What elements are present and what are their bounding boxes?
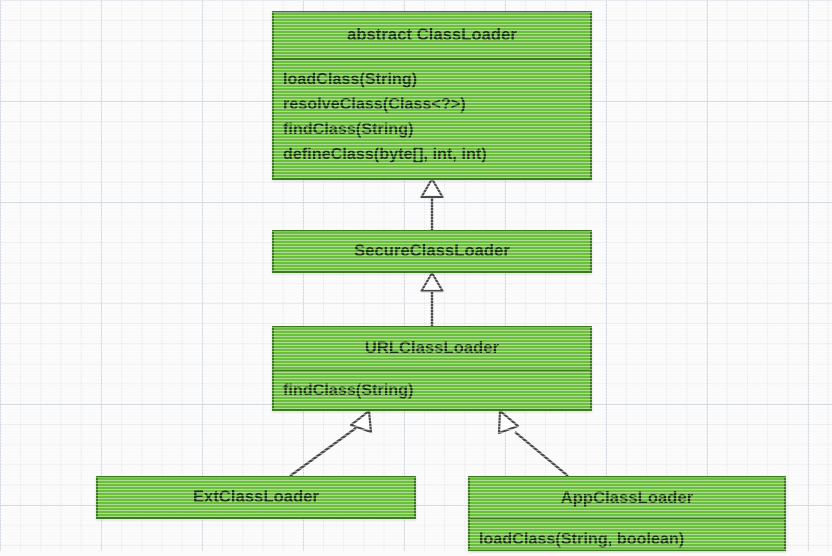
inheritance-arrowhead	[420, 177, 444, 199]
uml-member-findclass: findClass(String)	[283, 121, 414, 138]
uml-members-compartment: findClass(String)	[274, 369, 590, 407]
inheritance-arrowhead	[420, 271, 444, 293]
generalization-urlclassloader-to-secureclassloader	[420, 271, 444, 326]
generalization-secureclassloader-to-classloader	[420, 177, 444, 230]
uml-members-compartment: loadClass(String) resolveClass(Class<?>)…	[274, 58, 590, 171]
uml-member-defineclass: defineClass(byte[], int, int)	[283, 146, 487, 163]
generalization-appclassloader-to-urlclassloader	[497, 409, 569, 477]
uml-class-title: AppClassLoader	[560, 488, 694, 507]
uml-class-secureclassloader[interactable]: SecureClassLoader	[272, 230, 592, 273]
uml-member-loadclass: loadClass(String)	[283, 71, 418, 88]
uml-class-title: SecureClassLoader	[354, 242, 510, 260]
uml-member-findclass: findClass(String)	[283, 382, 414, 399]
inheritance-arrowhead	[497, 409, 520, 435]
inheritance-arrowhead	[349, 409, 373, 434]
uml-class-title: URLClassLoader	[364, 339, 500, 357]
connector-line	[514, 431, 569, 477]
uml-members-compartment: loadClass(String, boolean)	[470, 518, 784, 556]
uml-class-title: abstract ClassLoader	[347, 26, 517, 44]
uml-member-resolveclass: resolveClass(Class<?>)	[283, 96, 466, 113]
generalization-extclassloader-to-urlclassloader	[289, 409, 373, 477]
uml-class-title: ExtClassLoader	[192, 488, 320, 506]
uml-class-urlclassloader[interactable]: URLClassLoader findClass(String)	[272, 326, 592, 411]
uml-class-appclassloader[interactable]: AppClassLoader loadClass(String, boolean…	[468, 476, 786, 551]
uml-member-loadclass: loadClass(String, boolean)	[479, 531, 685, 548]
connector-line	[289, 427, 357, 477]
uml-class-extclassloader[interactable]: ExtClassLoader	[96, 476, 416, 519]
uml-class-classloader[interactable]: abstract ClassLoader loadClass(String) r…	[272, 11, 592, 180]
